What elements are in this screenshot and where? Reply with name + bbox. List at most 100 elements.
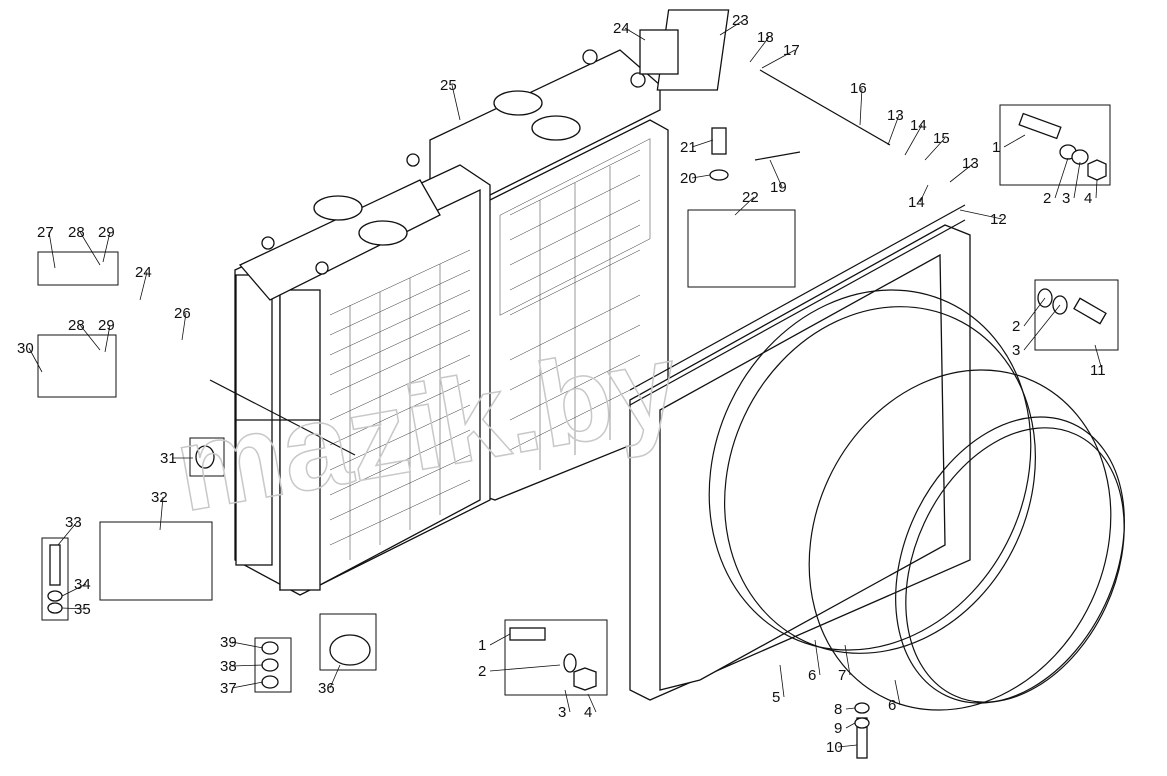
leader-line bbox=[691, 139, 714, 148]
callout-number: 13 bbox=[887, 107, 904, 124]
leader-line bbox=[734, 196, 755, 216]
callout-number: 9 bbox=[834, 720, 842, 737]
callout-number: 20 bbox=[680, 170, 697, 187]
leader-line bbox=[1003, 134, 1026, 148]
callout-number: 2 bbox=[478, 663, 486, 680]
leader-line bbox=[1023, 304, 1061, 351]
leader-line bbox=[924, 137, 946, 161]
callout-number: 24 bbox=[135, 264, 152, 281]
callout-number: 33 bbox=[65, 514, 82, 531]
radiator-assembly bbox=[234, 49, 669, 596]
callout-number: 5 bbox=[772, 689, 780, 706]
callout-number: 28 bbox=[68, 224, 85, 241]
leader-line bbox=[949, 162, 975, 183]
leader-line bbox=[564, 689, 571, 713]
leader-line bbox=[1094, 344, 1103, 371]
leader-line bbox=[769, 159, 783, 188]
leader-line bbox=[61, 607, 87, 610]
leader-line bbox=[859, 87, 863, 126]
callout-number: 26 bbox=[174, 305, 191, 322]
leader-line bbox=[48, 231, 56, 269]
leader-line bbox=[61, 583, 87, 597]
callout-number: 23 bbox=[732, 12, 749, 29]
leader-line bbox=[587, 693, 597, 713]
leader-line bbox=[1095, 179, 1098, 199]
callout-number: 14 bbox=[908, 194, 925, 211]
callout-number: 6 bbox=[808, 667, 816, 684]
callout-number: 11 bbox=[1090, 362, 1106, 379]
leader-line bbox=[102, 231, 111, 263]
leader-line bbox=[1073, 161, 1081, 199]
leader-line bbox=[79, 324, 101, 351]
callout-number: 19 bbox=[770, 179, 787, 196]
callout-number: 3 bbox=[1012, 342, 1020, 359]
leader-line bbox=[844, 644, 851, 676]
leader-line bbox=[451, 84, 461, 121]
callout-number: 29 bbox=[98, 224, 115, 241]
callout-number: 3 bbox=[558, 704, 566, 721]
leader-line bbox=[959, 209, 1003, 220]
callout-number: 8 bbox=[834, 701, 842, 718]
leader-line bbox=[845, 722, 856, 729]
callout-number: 1 bbox=[992, 139, 1000, 156]
callout-number: 3 bbox=[1062, 190, 1070, 207]
leader-line bbox=[904, 124, 923, 156]
callout-number: 24 bbox=[613, 20, 630, 37]
callout-number: 10 bbox=[826, 739, 843, 756]
callout-number: 12 bbox=[990, 211, 1007, 228]
callout-number: 4 bbox=[1084, 190, 1092, 207]
callout-number: 29 bbox=[98, 317, 115, 334]
leader-line bbox=[104, 324, 111, 353]
leader-line bbox=[624, 27, 646, 41]
callout-number: 25 bbox=[440, 77, 457, 94]
callout-number: 6 bbox=[888, 697, 896, 714]
callout-number: 13 bbox=[962, 155, 979, 172]
leader-line bbox=[894, 679, 901, 706]
callout-number: 34 bbox=[74, 576, 91, 593]
leader-line bbox=[79, 231, 101, 266]
leader-line bbox=[181, 312, 187, 341]
callout-number: 30 bbox=[17, 340, 34, 357]
callout-number: 31 bbox=[160, 450, 177, 467]
callout-number: 38 bbox=[220, 658, 237, 675]
callout-number: 7 bbox=[838, 667, 846, 684]
callout-number: 37 bbox=[220, 680, 237, 697]
detail-boxes bbox=[37, 104, 1119, 696]
leader-line bbox=[814, 639, 821, 676]
leader-line bbox=[329, 664, 341, 689]
leader-line bbox=[1023, 297, 1046, 327]
leader-lines bbox=[28, 19, 1103, 748]
leader-line bbox=[28, 347, 43, 373]
leader-line bbox=[139, 271, 148, 301]
leader-line bbox=[231, 681, 264, 689]
callout-number: 4 bbox=[584, 704, 592, 721]
leader-line bbox=[1054, 157, 1069, 199]
leader-line bbox=[919, 184, 929, 203]
callout-number: 18 bbox=[757, 29, 774, 46]
leader-line bbox=[159, 496, 164, 531]
callout-number: 36 bbox=[318, 680, 335, 697]
leader-line bbox=[57, 521, 78, 546]
callout-number: 35 bbox=[74, 601, 91, 618]
callout-number: 2 bbox=[1012, 318, 1020, 335]
leader-line bbox=[761, 49, 796, 69]
leader-line bbox=[779, 664, 785, 698]
callout-number: 14 bbox=[910, 117, 927, 134]
leader-line bbox=[719, 19, 745, 36]
leader-line bbox=[691, 174, 711, 179]
leader-line bbox=[231, 641, 264, 649]
leader-line bbox=[837, 744, 858, 748]
callout-number: 15 bbox=[933, 130, 950, 147]
callout-number: 2 bbox=[1043, 190, 1051, 207]
callout-number: 17 bbox=[783, 42, 800, 59]
leader-line bbox=[749, 36, 770, 63]
callout-number: 39 bbox=[220, 634, 237, 651]
callout-number: 28 bbox=[68, 317, 85, 334]
leader-line bbox=[489, 633, 511, 646]
callout-number: 1 bbox=[478, 637, 486, 654]
callout-number: 32 bbox=[151, 489, 168, 506]
callout-number: 22 bbox=[742, 189, 759, 206]
leader-line bbox=[887, 114, 900, 146]
